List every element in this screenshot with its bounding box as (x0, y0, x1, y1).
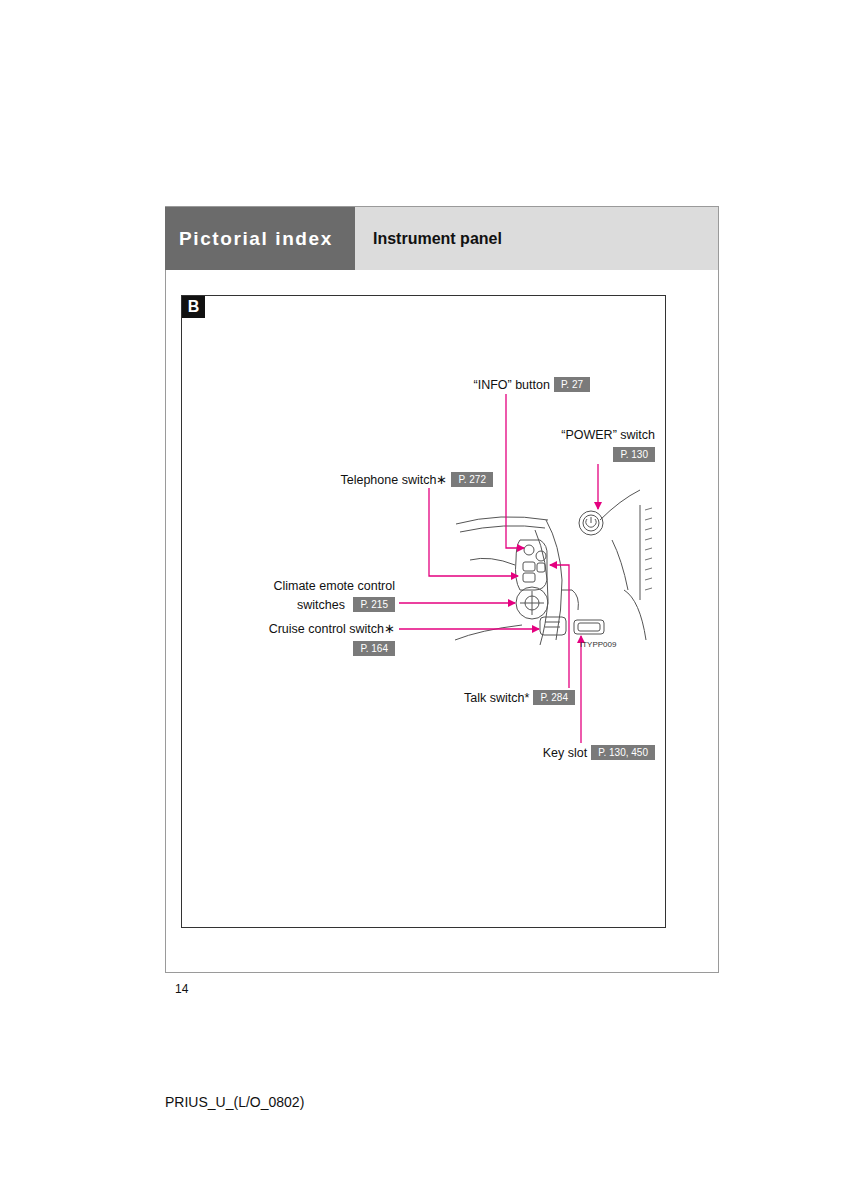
header-band: Instrument panel (355, 207, 718, 270)
gauge-tick (645, 538, 652, 540)
callout: “INFO” button P. 27 (420, 375, 590, 394)
callout-label: Talk switch* (464, 691, 529, 705)
leader-lines (399, 394, 598, 743)
callout-label: Telephone switch∗ (340, 473, 447, 487)
callout-label: “POWER” switch (520, 426, 655, 444)
gauge-tick (645, 508, 652, 510)
page-reference: P. 215 (353, 597, 395, 612)
page-reference: P. 164 (353, 641, 395, 656)
callout: Telephone switch∗ P. 272 (280, 470, 493, 489)
gauge-tick (645, 578, 652, 580)
page-reference: P. 130 (613, 447, 655, 462)
callout: Talk switch* P. 284 (400, 688, 575, 707)
gauge-tick (645, 588, 652, 590)
callout: Key slot P. 130, 450 (440, 743, 655, 762)
callout: Climate emote control switches P. 215 (250, 576, 395, 614)
callout-label: “INFO” button (474, 378, 550, 392)
steering-wheel-drawing (455, 490, 646, 645)
section-letter: B (182, 296, 205, 318)
page-reference: P. 284 (533, 690, 575, 705)
callout: Cruise control switch∗ P. 164 (230, 620, 395, 657)
gauge-tick (645, 518, 652, 520)
gauge-tick (645, 528, 652, 530)
figure-frame: B “INFO” button P. 27 “POWER” switch P. 130T… (181, 295, 666, 928)
document-code: PRIUS_U_(L/O_0802) (165, 1094, 304, 1110)
header-text: Instrument panel (355, 230, 502, 248)
page-reference: P. 272 (451, 472, 493, 487)
header-band: Pictorial index (165, 207, 355, 270)
callout-label: Key slot (543, 746, 587, 760)
page-reference: P. 27 (554, 377, 590, 392)
gauge-tick (645, 568, 652, 570)
reference-row: P. 130 (520, 445, 655, 463)
reference-row: P. 164 (230, 639, 395, 657)
header-text: Pictorial index (165, 228, 333, 250)
figure-code: ITYPP009 (580, 640, 616, 649)
page-number: 14 (175, 982, 188, 996)
callout-label: Cruise control switch∗ (230, 620, 395, 638)
page-border (166, 207, 719, 973)
callout: “POWER” switch P. 130 (520, 426, 655, 463)
page-reference: P. 130, 450 (591, 745, 655, 760)
gauge-ticks (645, 508, 652, 590)
gauge-tick (645, 558, 652, 560)
gauge-tick (645, 548, 652, 550)
